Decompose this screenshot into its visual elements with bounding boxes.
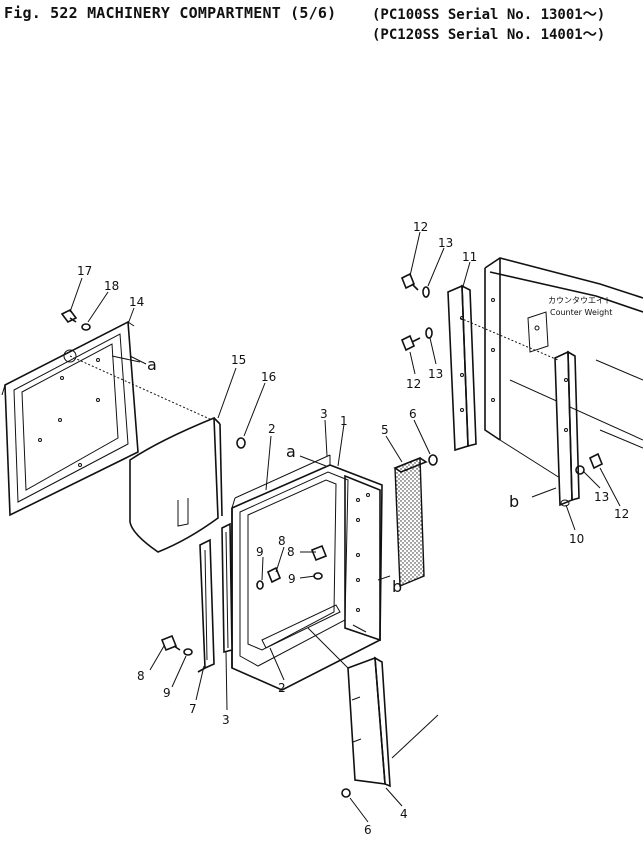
ref-b-center: b xyxy=(392,577,402,596)
callout-12-top: 12 xyxy=(413,220,428,234)
callout-6-upper: 6 xyxy=(409,407,417,421)
callout-16: 16 xyxy=(261,370,276,384)
counterweight-label-jp: カウンタウエイト xyxy=(548,296,612,305)
bolt-part-12-top xyxy=(400,272,419,291)
washer-part-18 xyxy=(81,323,91,331)
serial-range-pc120ss: (PC120SS Serial No. 14001～) xyxy=(372,27,606,43)
callout-6-lower: 6 xyxy=(364,823,372,837)
part-callouts: 17 18 14 15 16 2 3 1 5 6 8 9 8 9 8 9 7 3… xyxy=(77,220,629,837)
callout-10: 10 xyxy=(569,532,584,546)
callout-4: 4 xyxy=(400,807,408,821)
bolt-part-17 xyxy=(60,308,78,324)
washer-part-13-middle xyxy=(425,327,433,339)
ref-b-right: b xyxy=(509,492,519,511)
frame-assembly-parts-1-2-3 xyxy=(231,454,383,691)
door-panel-part-14 xyxy=(1,320,213,517)
callout-3-top: 3 xyxy=(320,407,328,421)
callout-9-left: 9 xyxy=(163,686,171,700)
washer-part-9-left xyxy=(183,648,193,656)
callout-18: 18 xyxy=(104,279,119,293)
bolt-part-12-middle xyxy=(400,334,421,352)
figure-title: Fig. 522 MACHINERY COMPARTMENT (5/6) xyxy=(4,4,337,22)
callout-3-bottom: 3 xyxy=(222,713,230,727)
callout-12-middle: 12 xyxy=(406,377,421,391)
callout-1: 1 xyxy=(340,414,348,428)
side-bracket-part-7 xyxy=(197,538,215,673)
bolt-part-12-right xyxy=(588,452,604,470)
callout-11: 11 xyxy=(462,250,477,264)
callout-17: 17 xyxy=(77,264,92,278)
ref-a-center: a xyxy=(286,442,296,461)
washer-part-13-top xyxy=(422,286,430,298)
bolt-part-8-center xyxy=(266,544,328,584)
washer-part-16 xyxy=(236,437,246,449)
callout-9-center-left: 9 xyxy=(256,545,264,559)
reference-letters: a a b b xyxy=(147,355,519,596)
channel-part-10 xyxy=(459,317,580,507)
washer-part-13-right xyxy=(575,465,585,475)
bottom-cover-part-4 xyxy=(307,627,439,788)
callout-14: 14 xyxy=(129,295,144,309)
leader-lines xyxy=(69,231,621,823)
ref-a-left: a xyxy=(147,355,157,374)
callout-8-center-right: 8 xyxy=(287,545,295,559)
callout-7: 7 xyxy=(189,702,197,716)
callout-13-top: 13 xyxy=(438,236,453,250)
counterweight-label-en: Counter Weight xyxy=(550,308,612,317)
callout-13-middle: 13 xyxy=(428,367,443,381)
callout-8-center: 8 xyxy=(278,534,286,548)
washer-part-6-lower xyxy=(341,788,351,798)
callout-15: 15 xyxy=(231,353,246,367)
filter-element-part-5 xyxy=(393,456,428,588)
callout-2-top: 2 xyxy=(268,422,276,436)
callout-8-left: 8 xyxy=(137,669,145,683)
cover-plate-part-15 xyxy=(129,416,223,553)
washer-part-6-upper xyxy=(428,454,438,466)
callout-12-right: 12 xyxy=(614,507,629,521)
channel-part-11 xyxy=(447,284,477,452)
callout-13-right: 13 xyxy=(594,490,609,504)
side-rail-part-3 xyxy=(221,522,233,654)
callout-9-center-right: 9 xyxy=(288,572,296,586)
bolt-part-8-left xyxy=(160,634,181,652)
serial-range-pc100ss: (PC100SS Serial No. 13001～) xyxy=(372,7,606,23)
callout-2-bottom: 2 xyxy=(278,681,286,695)
callout-5: 5 xyxy=(381,423,389,437)
